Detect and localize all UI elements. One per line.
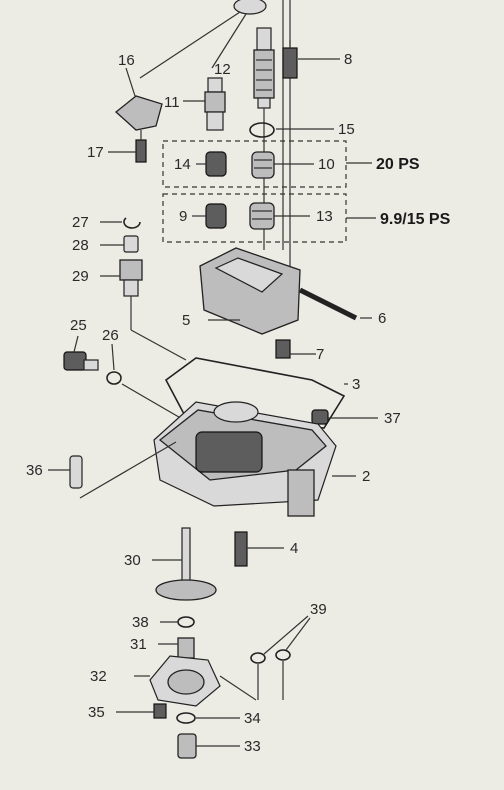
part-35-screw <box>116 703 167 719</box>
part-5-float <box>199 247 301 335</box>
callout-34: 34 <box>244 710 261 727</box>
part-38-o-ring <box>160 616 195 628</box>
part-28-plug <box>100 235 139 253</box>
callout-5: 5 <box>182 312 190 329</box>
part-17-screw <box>108 130 147 163</box>
part-31-spring <box>158 637 195 659</box>
callout-25: 25 <box>70 317 87 334</box>
part-25-drain-screw <box>63 335 99 371</box>
part-33-plug <box>177 733 240 759</box>
part-11-jet <box>183 77 226 131</box>
part-2-carburetor-body <box>79 401 356 517</box>
callout-27: 27 <box>72 214 89 231</box>
part-26-gasket <box>106 343 185 421</box>
callout-2: 2 <box>362 468 370 485</box>
callout-10: 10 <box>318 156 335 173</box>
callout-16: 16 <box>118 52 135 69</box>
callout-4: 4 <box>290 540 298 557</box>
callout-30: 30 <box>124 552 141 569</box>
part-39-washers <box>250 615 311 700</box>
part-16-bracket <box>114 67 163 131</box>
callout-37: 37 <box>384 410 401 427</box>
callout-3: 3 <box>352 376 360 393</box>
part-34-gasket <box>176 712 240 724</box>
callout-12: 12 <box>214 61 231 78</box>
callout-28: 28 <box>72 237 89 254</box>
callout-9: 9 <box>179 208 187 225</box>
callout-14: 14 <box>174 156 191 173</box>
callout-32: 32 <box>90 668 107 685</box>
callout-31: 31 <box>130 636 147 653</box>
callout-38: 38 <box>132 614 149 631</box>
group-label-20ps: 20 PS <box>376 156 420 173</box>
group-label-9915ps: 9.9/15 PS <box>380 211 451 228</box>
callout-6: 6 <box>378 310 386 327</box>
part-37-plug <box>311 409 378 425</box>
group-20ps-box <box>162 140 372 188</box>
callout-29: 29 <box>72 268 89 285</box>
part-6-pin <box>298 287 372 321</box>
part-29-jet <box>100 259 187 361</box>
callout-17: 17 <box>87 144 104 161</box>
callout-26: 26 <box>102 327 119 344</box>
part-30-valve <box>152 527 217 601</box>
part-4-screw <box>234 531 284 567</box>
callout-13: 13 <box>316 208 333 225</box>
part-36-pin <box>48 455 83 489</box>
callout-15: 15 <box>338 121 355 138</box>
part-32-housing <box>134 655 257 707</box>
part-8-screw <box>282 40 340 79</box>
group-9915ps-box <box>162 193 376 243</box>
callout-36: 36 <box>26 462 43 479</box>
part-15-o-ring <box>249 122 334 138</box>
callout-7: 7 <box>316 346 324 363</box>
callout-35: 35 <box>88 704 105 721</box>
callout-33: 33 <box>244 738 261 755</box>
callout-39: 39 <box>310 601 327 618</box>
part-7-screw <box>275 339 316 359</box>
top-linkage <box>139 0 291 268</box>
callout-11: 11 <box>164 94 180 111</box>
callout-8: 8 <box>344 51 352 68</box>
part-27-clip <box>100 217 141 229</box>
